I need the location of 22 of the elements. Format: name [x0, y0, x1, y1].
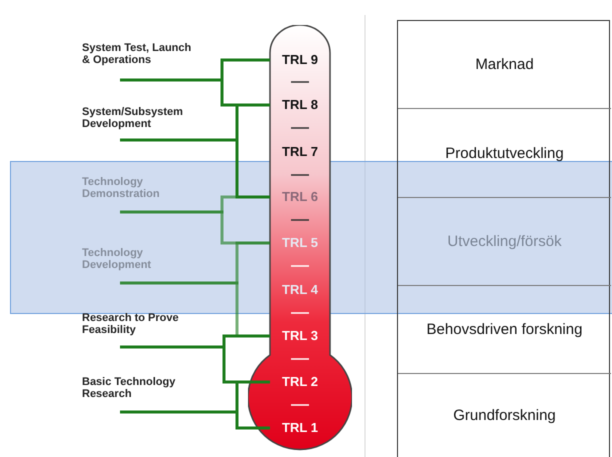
level-label: TRL 2 — [270, 372, 330, 392]
level-label: TRL 1 — [270, 418, 330, 438]
phase-label: Research to Prove Feasibility — [82, 312, 217, 347]
phase-label: System Test, Launch & Operations — [82, 42, 194, 80]
phase-label: System/Subsystem Development — [82, 106, 217, 140]
table-cell: Marknad — [398, 21, 611, 109]
level-label: TRL 8 — [270, 95, 330, 115]
table-cell: Behovsdriven forskning — [398, 286, 611, 374]
table-cell: Produktutveckling — [398, 109, 611, 198]
level-label: TRL 5 — [270, 233, 330, 253]
bracket-line — [120, 410, 270, 430]
level-label: TRL 9 — [270, 50, 330, 70]
phase-label: Technology Development — [82, 247, 182, 283]
table-cell: Utveckling/försök — [398, 198, 611, 286]
level-label: TRL 3 — [270, 326, 330, 346]
phase-label: Basic Technology Research — [82, 376, 217, 412]
table-frame — [397, 20, 610, 457]
table-cell: Grundforskning — [398, 374, 611, 457]
level-label: TRL 7 — [270, 142, 330, 162]
level-label: TRL 4 — [270, 280, 330, 300]
level-label: TRL 6 — [270, 187, 330, 207]
phase-label: Technology Demonstration — [82, 176, 217, 212]
